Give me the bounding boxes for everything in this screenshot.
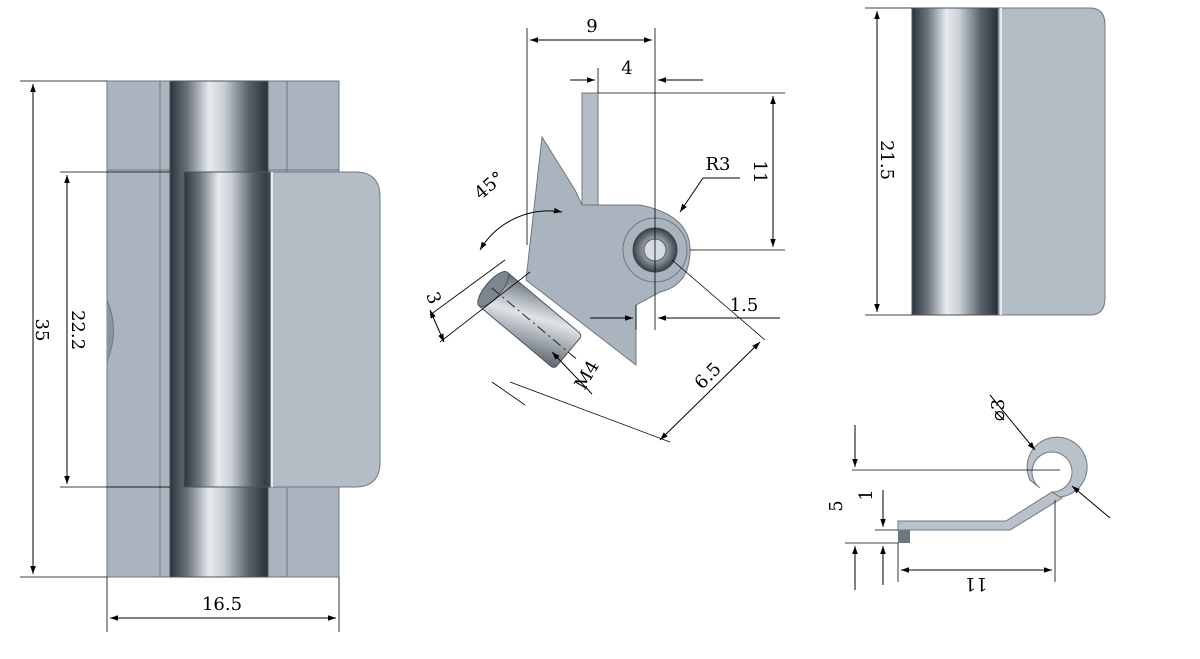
side-view [477, 92, 691, 368]
dim-16-5: 16.5 [202, 594, 242, 615]
dim-m4: M4 [571, 357, 604, 393]
dim-4: 4 [621, 58, 632, 79]
knob [106, 299, 114, 363]
back-barrel [911, 7, 999, 316]
dim-21-5: 21.5 [876, 140, 897, 180]
dim-dia-3: ⌀3 [988, 399, 1009, 421]
dim-6-5: 6.5 [691, 359, 726, 394]
dim-11-side: 11 [749, 161, 770, 184]
profile-curl [1026, 436, 1088, 498]
back-view: 21.5 [865, 7, 1106, 316]
dim-5: 5 [826, 500, 847, 511]
dim-1: 1 [856, 489, 877, 500]
dim-r3: R3 [705, 154, 730, 175]
dim-22-2: 22.2 [67, 310, 88, 350]
dim-35: 35 [31, 319, 52, 342]
front-dimensions: 35 22.2 16.5 [20, 80, 340, 632]
side-plate [581, 92, 599, 206]
dim-3-pin: 3 [421, 289, 445, 307]
dim-9: 9 [586, 16, 597, 37]
profile-view: ⌀3 5 1 11 [826, 394, 1111, 594]
dim-45deg: 45° [470, 167, 508, 204]
dim-1-5: 1.5 [730, 295, 759, 316]
front-view [106, 80, 381, 578]
dim-11-profile: 11 [965, 573, 988, 594]
profile-strip [897, 491, 1063, 531]
